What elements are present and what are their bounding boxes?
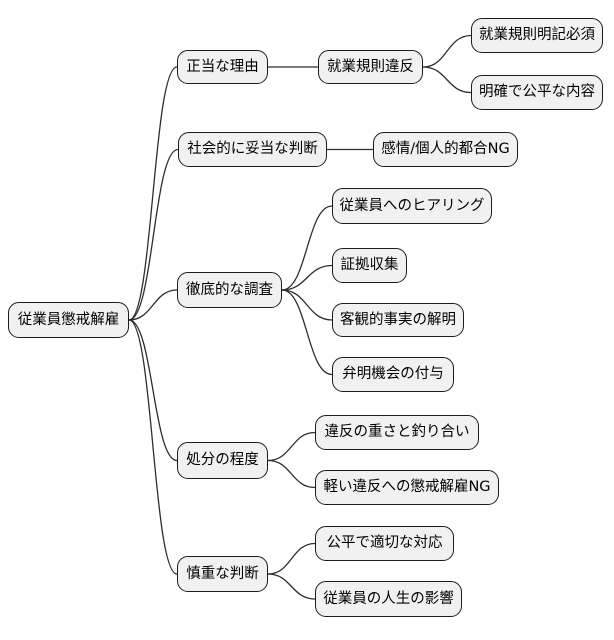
node-emotion-ng: 感情/個人的都合NG: [373, 132, 518, 167]
edge-root-careful: [128, 319, 178, 575]
node-rule-clear: 明確で公平な内容: [471, 75, 603, 110]
edge-investigation-defense: [281, 289, 333, 376]
edge-careful-fair: [267, 542, 316, 575]
edge-careful-life: [267, 573, 316, 600]
edge-rule-violation-rule-written: [422, 34, 472, 68]
edge-investigation-hearing: [281, 205, 333, 291]
root-node: 従業員懲戒解雇: [8, 302, 129, 338]
edge-severity-balance: [267, 431, 316, 462]
edge-investigation-facts: [281, 289, 333, 321]
node-facts: 客観的事実の解明: [332, 303, 464, 337]
node-rule-written: 就業規則明記必須: [471, 18, 603, 53]
edge-investigation-evidence: [281, 264, 333, 291]
node-reason: 正当な理由: [177, 50, 268, 84]
node-social: 社会的に妥当な判断: [178, 132, 327, 167]
edge-rule-violation-rule-clear: [422, 66, 472, 94]
node-severity: 処分の程度: [177, 442, 268, 479]
node-minor-ng: 軽い違反への懲戒解雇NG: [315, 470, 499, 505]
node-fair: 公平で適切な対応: [315, 526, 454, 561]
edge-severity-minor-ng: [267, 459, 316, 489]
node-hearing: 従業員へのヒアリング: [332, 188, 492, 224]
node-evidence: 証拠収集: [332, 248, 407, 283]
edge-root-reason: [128, 66, 178, 321]
node-defense: 弁明機会の付与: [332, 357, 454, 392]
node-balance: 違反の重さと釣り合い: [315, 415, 479, 450]
node-investigation: 徹底的な調査: [177, 272, 282, 308]
edge-root-investigation: [128, 289, 178, 321]
edge-root-severity: [128, 319, 178, 462]
node-careful: 慎重な判断: [177, 556, 268, 592]
edge-root-social: [128, 148, 179, 321]
node-life: 従業員の人生の影響: [315, 581, 462, 617]
node-rule-violation: 就業規則違反: [318, 50, 423, 84]
